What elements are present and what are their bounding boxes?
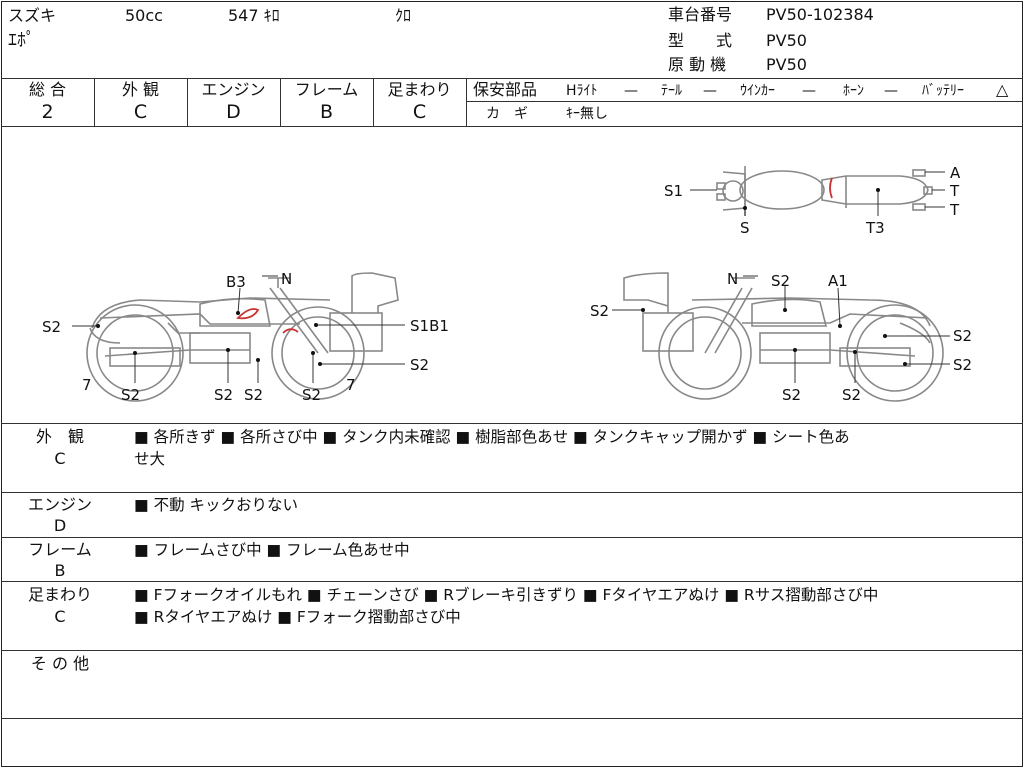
divider <box>280 78 281 126</box>
safety-battery-status: △ <box>996 80 1009 99</box>
note-exterior-line-2: せ大 <box>134 450 166 468</box>
note-exterior-label: 外 観 <box>35 427 84 446</box>
damage-mark <box>829 177 833 199</box>
color: ｸﾛ <box>395 6 412 25</box>
note-chassis-line-1: ■ Fフォークオイルもれ ■ チェーンさび ■ Rブレーキ引きずり ■ Fタイヤ… <box>134 586 879 604</box>
note-engine-grade: D <box>53 516 67 535</box>
diagram-label: T <box>949 182 960 200</box>
top-view-bike <box>716 166 933 216</box>
diagram-label: S2 <box>953 356 972 374</box>
diagram-label: T <box>949 201 960 219</box>
diagram-label: S <box>740 219 750 237</box>
divider <box>1 423 1023 424</box>
note-engine-label: エンジン <box>27 495 92 514</box>
divider <box>1 537 1023 538</box>
safety-horn-status: — <box>884 83 898 99</box>
safety-title: 保安部品 <box>473 80 538 99</box>
diagram-label: S2 <box>302 386 321 404</box>
maker-name: スズキ <box>8 6 57 25</box>
note-frame-label: フレーム <box>28 540 92 559</box>
displacement: 50cc <box>125 6 163 25</box>
diagram-label: A1 <box>828 272 848 290</box>
diagram-label: S1 <box>664 182 683 200</box>
damage-diagram: S1 S A T T T3 B3 N S2 S1B1 S2 7 S2 S2 S2… <box>0 128 1024 423</box>
left-view-bike <box>86 272 399 402</box>
key-label: カ ギ <box>486 106 528 122</box>
damage-mark <box>282 328 299 334</box>
safety-winker: ｳｲﾝｶｰ <box>740 83 775 99</box>
diagram-label: S2 <box>244 386 263 404</box>
diagram-label: N <box>727 270 738 288</box>
frame-number-value: PV50-102384 <box>766 5 874 24</box>
safety-headlight: Hﾗｲﾄ <box>566 83 598 99</box>
grade-frame-value: B <box>319 101 334 123</box>
grade-frame-label: フレーム <box>294 80 359 99</box>
divider <box>187 78 188 126</box>
engine-model-value: PV50 <box>766 55 807 74</box>
note-exterior-grade: C <box>54 449 66 468</box>
grade-exterior-label: 外 観 <box>121 80 160 99</box>
safety-winker-status: — <box>802 83 816 99</box>
note-exterior-line-1: ■ 各所きず ■ 各所さび中 ■ タンク内未確認 ■ 樹脂部色あせ ■ タンクキ… <box>134 428 850 446</box>
safety-tail: ﾃｰﾙ <box>661 83 682 99</box>
diagram-label: 7 <box>346 376 356 394</box>
divider <box>1 650 1023 651</box>
safety-battery: ﾊﾞｯﾃﾘｰ <box>922 83 964 99</box>
grade-engine-label: エンジン <box>201 80 266 99</box>
diagram-label: B3 <box>226 273 246 291</box>
divider <box>1 718 1023 719</box>
diagram-label: S2 <box>410 356 429 374</box>
frame-number-label: 車台番号 <box>668 5 733 24</box>
right-view-bike <box>623 272 944 402</box>
type-label: 型 式 <box>668 31 733 50</box>
note-chassis-line-2: ■ Rタイヤエアぬけ ■ Fフォーク摺動部さび中 <box>134 608 461 626</box>
divider <box>1 492 1023 493</box>
mileage: 547 ｷﾛ <box>228 6 280 25</box>
key-value: ｷｰ無し <box>566 106 608 122</box>
note-chassis-label: 足まわり <box>27 585 92 604</box>
grade-chassis-value: C <box>412 101 427 123</box>
diagram-label: S2 <box>214 386 233 404</box>
diagram-label: S2 <box>953 327 972 345</box>
safety-tail-status: — <box>703 83 717 99</box>
diagram-label: S2 <box>121 386 140 404</box>
divider <box>373 78 374 126</box>
divider <box>1 126 1023 127</box>
divider <box>466 78 467 126</box>
safety-headlight-status: — <box>624 83 638 99</box>
diagram-label: A <box>950 164 961 182</box>
divider <box>1 581 1023 582</box>
divider <box>94 78 95 126</box>
note-chassis-grade: C <box>54 607 66 626</box>
diagram-label: S2 <box>590 302 609 320</box>
divider <box>1 78 1023 79</box>
grade-overall-label: 総 合 <box>28 80 67 99</box>
damage-mark <box>236 308 260 320</box>
grade-engine-value: D <box>226 101 241 123</box>
diagram-label: 7 <box>82 376 92 394</box>
diagram-label: S2 <box>842 386 861 404</box>
note-frame-grade: B <box>54 561 66 580</box>
grade-exterior-value: C <box>133 101 148 123</box>
diagram-label: S2 <box>771 272 790 290</box>
type-value: PV50 <box>766 31 807 50</box>
diagram-label: S2 <box>42 318 61 336</box>
divider <box>467 101 1023 102</box>
grade-overall-value: 2 <box>41 101 54 123</box>
model-name: ｴﾎﾟ <box>8 30 35 51</box>
grade-chassis-label: 足まわり <box>387 80 452 99</box>
engine-model-label: 原 動 機 <box>668 55 727 74</box>
diagram-label: N <box>281 270 292 288</box>
diagram-label: S2 <box>782 386 801 404</box>
diagram-label: S1B1 <box>410 317 449 335</box>
diagram-label: T3 <box>865 219 885 237</box>
note-other-label: そ の 他 <box>30 654 90 673</box>
note-engine-line-1: ■ 不動 キックおりない <box>134 496 298 514</box>
note-frame-line-1: ■ フレームさび中 ■ フレーム色あせ中 <box>134 541 410 559</box>
safety-horn: ﾎｰﾝ <box>843 83 864 99</box>
